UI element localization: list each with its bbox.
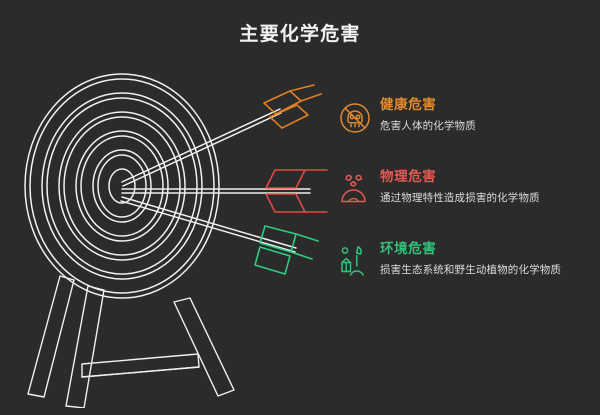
target-stand [27,275,235,409]
hazard-legend: 健康危害 危害人体的化学物质 物理危害 通 [336,96,588,312]
legend-heading: 环境危害 [380,241,437,256]
legend-heading: 物理危害 [380,169,437,184]
legend-item-health[interactable]: 健康危害 危害人体的化学物质 [336,96,588,148]
arrow-physical-fletching [265,169,328,213]
arrow-health-fletching [263,84,322,129]
legend-item-physical[interactable]: 物理危害 通过物理特性造成损害的化学物质 [336,168,588,220]
target-svg [24,73,328,409]
page-title: 主要化学危害 [239,24,361,45]
legend-description: 通过物理特性造成损害的化学物质 [380,192,540,204]
legend-description: 危害人体的化学物质 [380,120,476,132]
arrow-environment-fletching [254,225,319,275]
legend-item-environment[interactable]: 环境危害 损害生态系统和野生动植物的化学物质 [336,240,588,292]
legend-description: 损害生态系统和野生动植物的化学物质 [380,264,562,276]
legend-heading: 健康危害 [380,97,437,112]
archery-target-illustration [22,58,342,409]
arrow-health [121,108,282,187]
plant-sprout-icon [336,242,374,282]
arrow-physical [121,188,311,194]
hardhat-radiation-icon [336,170,374,210]
skull-in-circle-icon [336,98,374,138]
target-rings [24,73,220,299]
arrow-environment [120,196,297,253]
